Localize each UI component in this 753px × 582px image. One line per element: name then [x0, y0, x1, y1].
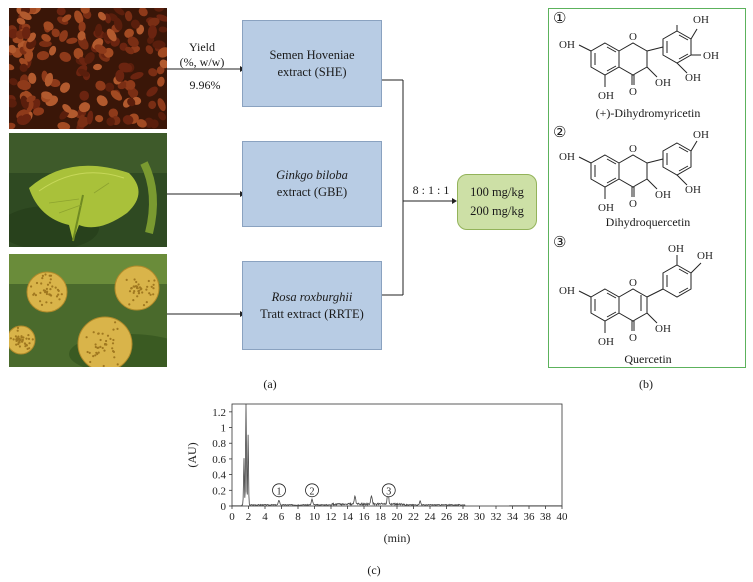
x-tick-label: 28	[458, 511, 470, 523]
compound-name-2: Dihydroquercetin	[605, 215, 691, 229]
x-tick-label: 36	[524, 511, 536, 523]
svg-text:OH: OH	[697, 250, 713, 262]
semen-hoveniae-photo	[9, 8, 167, 129]
x-tick-label: 20	[392, 511, 404, 523]
svg-text:OH: OH	[559, 39, 575, 51]
y-tick-label: 0.4	[212, 470, 226, 482]
flow-connectors	[167, 66, 457, 317]
x-tick-label: 38	[540, 511, 552, 523]
x-tick-label: 26	[441, 511, 453, 523]
svg-text:OH: OH	[655, 77, 671, 89]
x-tick-label: 18	[375, 511, 387, 523]
svg-text:OH: OH	[559, 285, 575, 297]
compound-name-3: Quercetin	[624, 352, 672, 366]
compound-number-2: ②	[553, 125, 567, 141]
x-tick-label: 30	[474, 511, 486, 523]
svg-text:O: O	[629, 332, 637, 344]
y-tick-label: 0.8	[212, 438, 226, 450]
svg-text:OH: OH	[685, 184, 701, 196]
y-tick-label: 0.2	[212, 485, 226, 497]
svg-text:OH: OH	[598, 90, 614, 102]
svg-text:OH: OH	[655, 189, 671, 201]
svg-text:O: O	[629, 277, 637, 289]
svg-text:OH: OH	[703, 50, 719, 62]
svg-text:O: O	[629, 143, 637, 155]
y-tick-label: 1	[221, 423, 227, 435]
x-tick-label: 22	[408, 511, 419, 523]
chromatogram-trace	[232, 403, 562, 507]
extract-box-gbe: Ginkgo biloba extract (GBE)	[242, 141, 382, 227]
x-tick-label: 32	[491, 511, 502, 523]
peak-marker-2	[305, 483, 319, 498]
ginkgo-leaf-photo	[9, 133, 167, 247]
peak-label-1: 1	[277, 486, 282, 497]
y-tick-label: 0	[221, 501, 227, 513]
x-tick-label: 6	[279, 511, 285, 523]
y-axis-label: (AU)	[185, 442, 199, 467]
x-tick-label: 8	[295, 511, 301, 523]
compound-structures-panel: ① ② ③	[548, 8, 746, 368]
yield-label: Yield (%, w/w)	[179, 40, 225, 69]
dose-box: 100 mg/kg 200 mg/kg	[457, 174, 537, 230]
svg-text:OH: OH	[598, 336, 614, 348]
x-tick-label: 10	[309, 511, 321, 523]
rosa-roxburghii-photo	[9, 254, 167, 367]
extract-box-she: Semen Hoveniae extract (SHE)	[242, 20, 382, 107]
x-tick-label: 12	[326, 511, 337, 523]
svg-text:OH: OH	[685, 72, 701, 84]
svg-text:OH: OH	[668, 243, 684, 255]
x-tick-label: 24	[425, 511, 437, 523]
x-tick-label: 0	[229, 511, 235, 523]
peak-marker-1	[272, 483, 286, 498]
flavonoid-structures: O O OH OH OH OH OH OH O	[559, 14, 719, 348]
peak-label-3: 3	[386, 486, 391, 497]
x-tick-label: 40	[557, 511, 569, 523]
compound-name-1: (+)-Dihydromyricetin	[595, 106, 701, 120]
panel-a-label: (a)	[263, 377, 277, 391]
compound-number-3: ③	[553, 235, 567, 251]
dose-low: 100 mg/kg	[470, 185, 524, 199]
x-axis-label: (min)	[384, 531, 411, 545]
svg-text:O: O	[629, 86, 637, 98]
svg-text:O: O	[629, 198, 637, 210]
x-tick-label: 16	[359, 511, 371, 523]
peak-label-2: 2	[310, 486, 315, 497]
dose-high: 200 mg/kg	[470, 204, 524, 218]
y-tick-label: 1.2	[212, 407, 226, 419]
svg-text:OH: OH	[598, 202, 614, 214]
svg-text:OH: OH	[693, 129, 709, 141]
x-tick-label: 34	[507, 511, 519, 523]
svg-text:O: O	[629, 31, 637, 43]
y-tick-label: 0.6	[212, 454, 226, 466]
svg-text:OH: OH	[693, 14, 709, 26]
x-tick-label: 2	[246, 511, 252, 523]
x-tick-label: 4	[262, 511, 268, 523]
panel-b-label: (b)	[639, 377, 653, 391]
extract-box-rrte: Rosa roxburghii Tratt extract (RRTE)	[242, 261, 382, 350]
x-tick-label: 14	[342, 511, 354, 523]
compound-number-1: ①	[553, 11, 567, 27]
svg-text:OH: OH	[559, 151, 575, 163]
ratio-label: 8 : 1 : 1	[412, 183, 450, 197]
yield-value: 9.96%	[189, 78, 221, 92]
svg-text:OH: OH	[655, 323, 671, 335]
panel-c-label: (c)	[367, 563, 381, 577]
peak-marker-3	[381, 483, 396, 498]
